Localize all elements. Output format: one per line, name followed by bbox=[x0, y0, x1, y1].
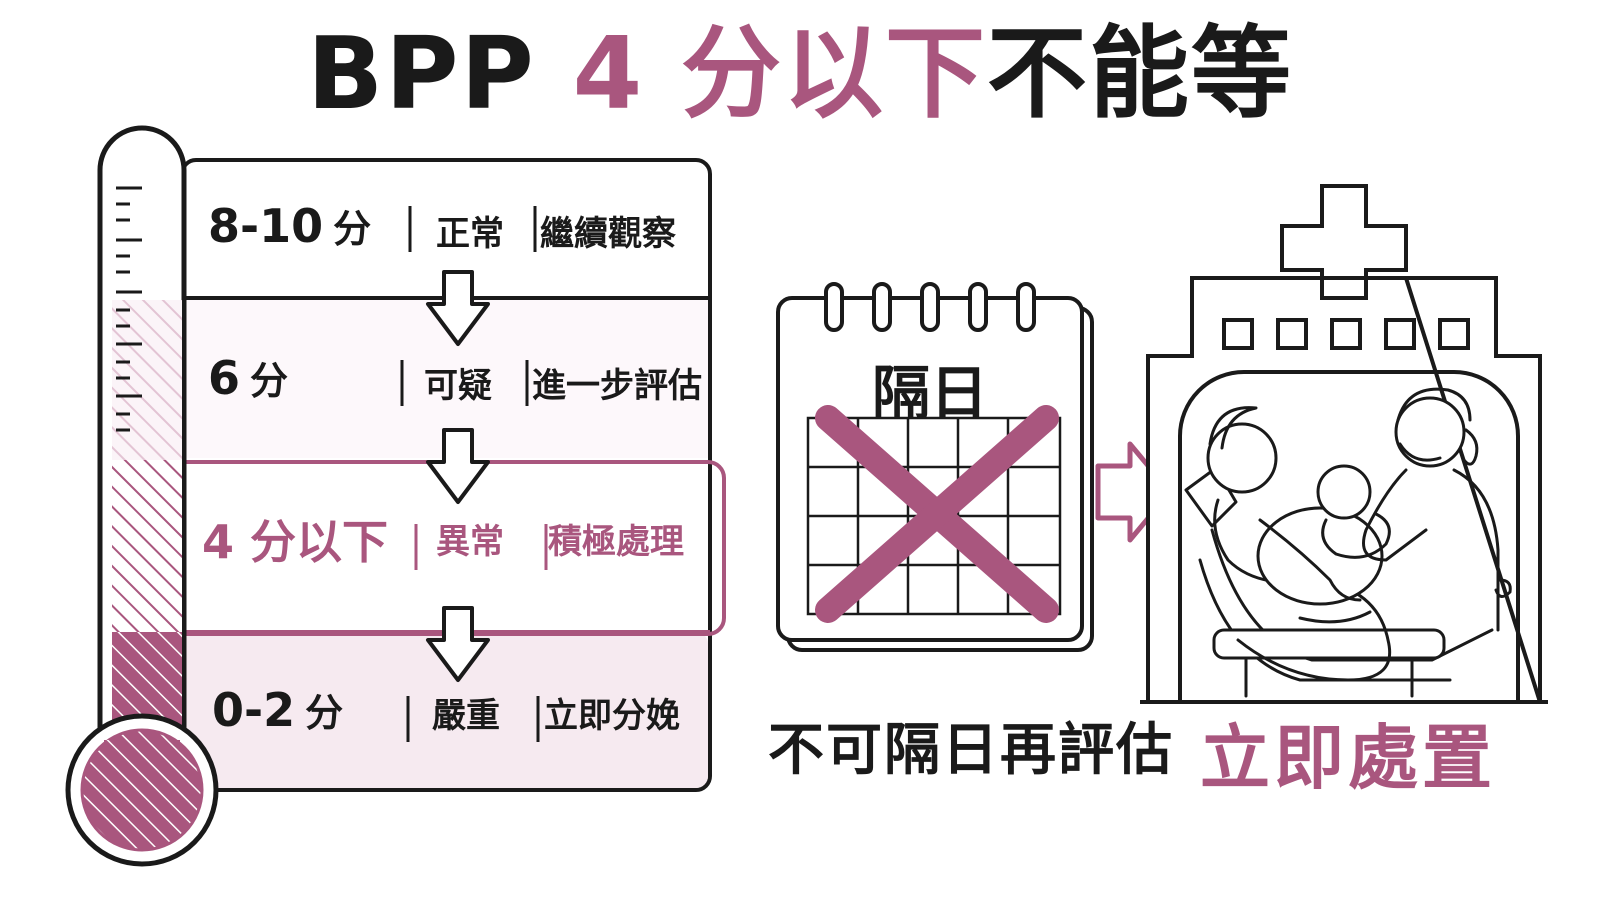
row-action-2: 進一步評估 bbox=[532, 366, 702, 406]
page-title: BPP 4 分以下不能等 bbox=[0, 14, 1600, 134]
calendar-header: 隔日 bbox=[872, 359, 989, 427]
thermometer-icon bbox=[65, 125, 219, 867]
row-action-4: 立即分娩 bbox=[544, 696, 680, 736]
row-action-1: 繼續觀察 bbox=[540, 214, 676, 254]
score-table bbox=[106, 158, 726, 792]
row-action-3: 積極處理 bbox=[548, 522, 684, 562]
row-score-unit: 分 bbox=[250, 359, 289, 403]
row-status-3: 異常 bbox=[436, 522, 504, 562]
hospital-caption: 立即處置 bbox=[1200, 717, 1496, 799]
row-score-unit: 分 bbox=[333, 207, 372, 251]
calendar-icon bbox=[776, 282, 1094, 652]
row-status-2: 可疑 bbox=[424, 366, 492, 406]
row-score-value: 4 分以下 bbox=[202, 515, 389, 569]
down-arrow-icon bbox=[426, 270, 490, 682]
row-status-1: 正常 bbox=[436, 214, 504, 254]
title-highlight: 4 分以下 bbox=[572, 15, 988, 132]
row-score-unit: 分 bbox=[305, 691, 344, 735]
row-score-value: 8-10 bbox=[208, 199, 324, 253]
hospital-icon bbox=[1140, 184, 1548, 704]
calendar-caption: 不可隔日再評估 bbox=[768, 718, 1174, 783]
patient-illustration bbox=[1184, 387, 1512, 698]
row-status-4: 嚴重 bbox=[432, 696, 500, 736]
title-suffix: 不能等 bbox=[987, 15, 1294, 132]
row-score-value: 6 bbox=[208, 351, 241, 405]
cross-out-icon bbox=[815, 405, 1059, 623]
row-score-3: 4 分以下 bbox=[202, 506, 398, 572]
title-prefix: BPP bbox=[306, 15, 536, 132]
row-score-value: 0-2 bbox=[212, 683, 296, 737]
